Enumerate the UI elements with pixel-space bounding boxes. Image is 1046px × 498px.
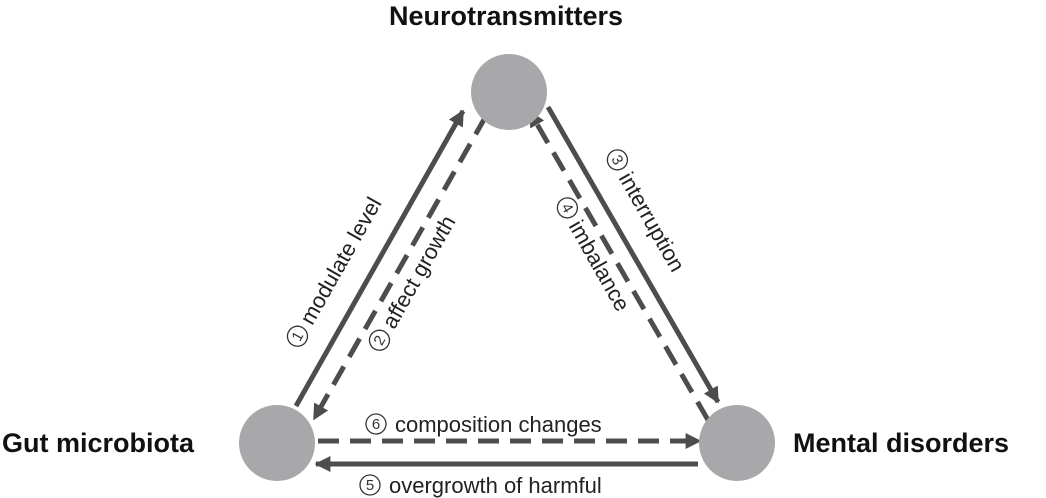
edge-number-5: 5: [366, 477, 374, 494]
number-circle-1: [286, 325, 309, 347]
node-mental-disorders: [699, 405, 775, 481]
edge-text-modulate-level: modulate level: [295, 193, 387, 329]
edge-modulate-level-arrow: [293, 109, 466, 408]
node-label-gut-microbiota: Gut microbiota: [2, 428, 195, 458]
edge-imbalance-arrow: [527, 110, 711, 422]
edge-text-affect-growth: affect growth: [377, 211, 461, 333]
number-circle-4: [556, 197, 579, 219]
node-label-mental-disorders: Mental disorders: [793, 428, 1009, 458]
number-circle-3: [606, 149, 629, 171]
node-label-neurotransmitters: Neurotransmitters: [389, 1, 623, 31]
edge-label-4: 4 imbalance: [556, 197, 635, 316]
edge-affect-growth-arrow: [311, 114, 489, 421]
edge-text-composition-changes: composition changes: [395, 412, 602, 437]
edge-interruption-arrow: [545, 105, 721, 404]
edge-label-3: 3 interruption: [606, 149, 690, 276]
edge-number-4: 4: [558, 200, 577, 216]
nodes: [239, 54, 775, 481]
edge-text-overgrowth-of-harmful: overgrowth of harmful: [389, 473, 602, 498]
number-circle-6: [365, 413, 387, 435]
edge-label-5: 5 overgrowth of harmful: [359, 473, 602, 498]
node-gut-microbiota: [239, 405, 315, 481]
edge-number-1: 1: [288, 329, 307, 345]
number-circle-5: [359, 474, 381, 496]
node-neurotransmitters: [471, 54, 547, 130]
edge-label-6: 6 composition changes: [365, 412, 602, 437]
edge-text-imbalance: imbalance: [564, 216, 635, 316]
number-circle-2: [368, 329, 391, 351]
edge-text-interruption: interruption: [614, 168, 690, 276]
edges: [293, 105, 721, 473]
edge-number-6: 6: [372, 416, 380, 433]
edge-label-2: 2 affect growth: [368, 211, 461, 351]
edge-number-3: 3: [608, 152, 627, 168]
edge-number-2: 2: [370, 333, 389, 349]
